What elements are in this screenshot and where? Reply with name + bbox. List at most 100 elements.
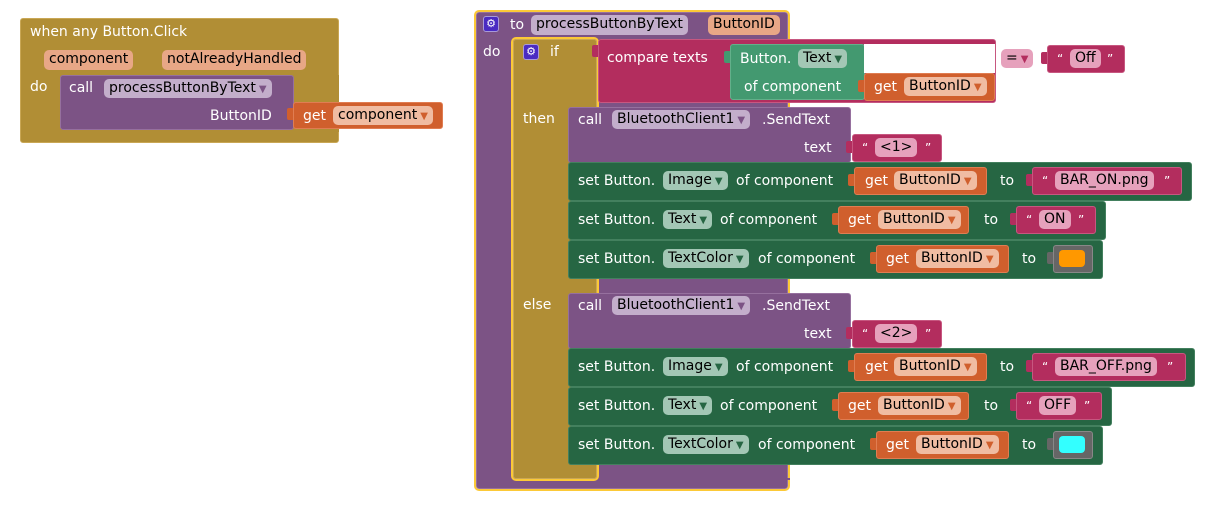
procedure-name-dropdown[interactable]: processButtonByText▼	[104, 79, 272, 98]
compare-operator-dropdown[interactable]: =▼	[1001, 49, 1034, 68]
get-label: get	[865, 359, 888, 375]
quote-close: ”	[1164, 174, 1171, 188]
set-button-textcolor-block[interactable]	[568, 426, 1103, 465]
quote-open: “	[1057, 52, 1064, 66]
string-value[interactable]: Off	[1070, 49, 1101, 68]
variable-dropdown-component[interactable]: component▼	[333, 106, 433, 125]
property-dropdown[interactable]: Image▼	[663, 357, 728, 376]
string-value[interactable]: OFF	[1039, 396, 1077, 415]
variable-dropdown-buttonid[interactable]: ButtonID▼	[894, 171, 977, 190]
property-dropdown[interactable]: Text▼	[663, 396, 713, 415]
text-arg-label: text	[804, 140, 832, 156]
input-connector	[832, 213, 838, 225]
of-component-label: of component	[720, 212, 818, 228]
quote-open: “	[1042, 360, 1049, 374]
else-label: else	[523, 297, 552, 313]
get-label: get	[874, 79, 897, 95]
triangle-down-icon: ▼	[985, 440, 994, 451]
procedure-param-buttonid[interactable]: ButtonID	[708, 15, 780, 35]
getter-of-component: of component	[744, 79, 842, 95]
component-dropdown-bluetooth[interactable]: BluetoothClient1▼	[612, 110, 751, 129]
triangle-down-icon: ▼	[947, 401, 956, 412]
triangle-down-icon: ▼	[834, 54, 843, 65]
property-dropdown[interactable]: Image▼	[663, 171, 728, 190]
quote-close: ”	[925, 327, 932, 341]
setter-prefix: set Button.	[578, 251, 656, 267]
gear-icon[interactable]: ⚙	[523, 44, 539, 60]
property-dropdown[interactable]: Text▼	[663, 210, 713, 229]
event-param-component[interactable]: component	[44, 50, 134, 70]
to-label: to	[1022, 251, 1037, 267]
triangle-down-icon: ▼	[985, 254, 994, 265]
string-value[interactable]: BAR_OFF.png	[1055, 357, 1157, 376]
input-connector	[846, 141, 852, 153]
input-connector	[1026, 360, 1032, 372]
input-connector	[848, 174, 854, 186]
variable-dropdown-buttonid[interactable]: ButtonID▼	[878, 396, 961, 415]
triangle-down-icon: ▼	[699, 401, 708, 412]
event-do-label: do	[30, 79, 48, 95]
setter-prefix: set Button.	[578, 398, 656, 414]
input-connector	[1047, 438, 1053, 450]
color-swatch[interactable]	[1059, 250, 1085, 267]
get-label: get	[848, 212, 871, 228]
to-label: to	[1000, 173, 1015, 189]
input-connector	[846, 327, 852, 339]
triangle-down-icon: ▼	[735, 440, 744, 451]
quote-open: “	[862, 141, 869, 155]
string-value[interactable]: BAR_ON.png	[1055, 171, 1154, 190]
triangle-down-icon: ▼	[947, 215, 956, 226]
input-connector	[724, 51, 730, 63]
get-label: get	[886, 251, 909, 267]
variable-dropdown-buttonid[interactable]: ButtonID▼	[904, 77, 987, 96]
get-label: get	[303, 108, 326, 124]
property-dropdown-text[interactable]: Text▼	[798, 49, 848, 68]
input-connector	[832, 399, 838, 411]
input-connector	[870, 252, 876, 264]
variable-dropdown-buttonid[interactable]: ButtonID▼	[916, 435, 999, 454]
of-component-label: of component	[736, 359, 834, 375]
string-value[interactable]: ON	[1039, 210, 1071, 229]
color-swatch[interactable]	[1059, 436, 1085, 453]
component-dropdown-bluetooth[interactable]: BluetoothClient1▼	[612, 296, 751, 315]
event-title: when any Button.Click	[30, 24, 188, 40]
input-connector	[1010, 213, 1016, 225]
variable-dropdown-buttonid[interactable]: ButtonID▼	[916, 249, 999, 268]
quote-open: “	[1042, 174, 1049, 188]
text-arg-label: text	[804, 326, 832, 342]
string-block[interactable]	[1016, 206, 1096, 234]
string-value[interactable]: <1>	[875, 138, 918, 157]
quote-close: ”	[1167, 360, 1174, 374]
quote-close: ”	[1084, 399, 1091, 413]
triangle-down-icon: ▼	[258, 84, 267, 95]
call-label: call	[578, 298, 603, 314]
input-connector	[1026, 174, 1032, 186]
procedure-name-field[interactable]: processButtonByText	[531, 15, 688, 35]
quote-close: ”	[925, 141, 932, 155]
set-button-textcolor-block[interactable]	[568, 240, 1103, 279]
procedure-to-label: to	[510, 17, 525, 33]
input-connector	[592, 45, 598, 57]
to-label: to	[1000, 359, 1015, 375]
of-component-label: of component	[758, 437, 856, 453]
gear-icon[interactable]: ⚙	[483, 16, 499, 32]
get-label: get	[848, 398, 871, 414]
triangle-down-icon: ▼	[963, 176, 972, 187]
triangle-down-icon: ▼	[420, 111, 428, 122]
string-value[interactable]: <2>	[875, 324, 918, 343]
quote-open: “	[1026, 213, 1033, 227]
input-connector	[858, 80, 864, 92]
variable-dropdown-buttonid[interactable]: ButtonID▼	[894, 357, 977, 376]
event-param-notalreadyhandled[interactable]: notAlreadyHandled	[162, 50, 307, 70]
variable-dropdown-buttonid[interactable]: ButtonID▼	[878, 210, 961, 229]
of-component-label: of component	[736, 173, 834, 189]
property-dropdown[interactable]: TextColor▼	[663, 249, 749, 268]
of-component-label: of component	[758, 251, 856, 267]
to-label: to	[1022, 437, 1037, 453]
method-label: .SendText	[762, 112, 831, 128]
property-dropdown[interactable]: TextColor▼	[663, 435, 749, 454]
input-connector	[848, 360, 854, 372]
to-label: to	[984, 398, 999, 414]
input-connector	[287, 108, 293, 120]
triangle-down-icon: ▼	[1020, 54, 1029, 65]
